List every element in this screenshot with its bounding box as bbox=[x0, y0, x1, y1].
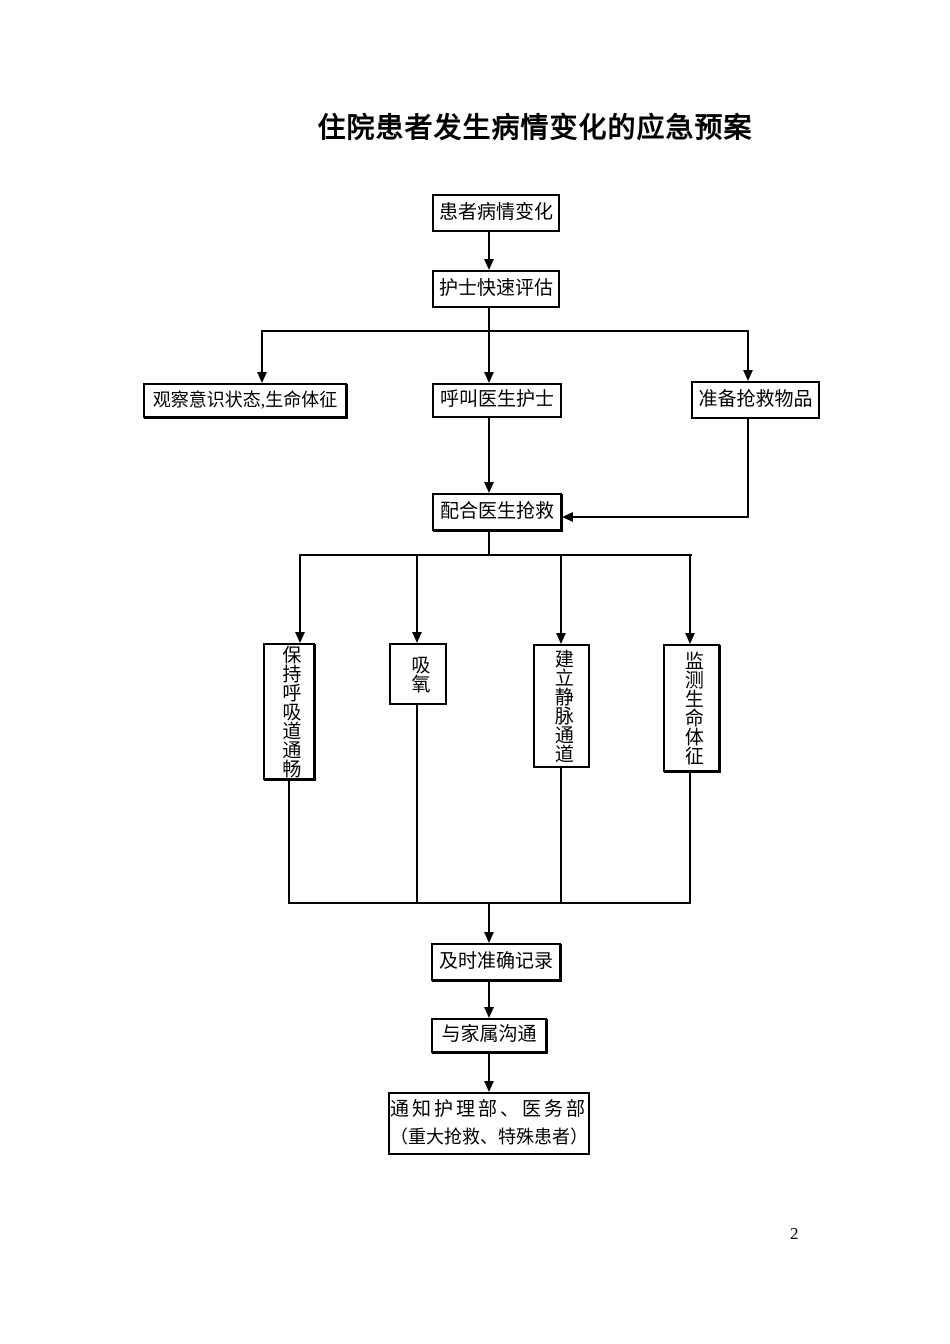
node-communicate-with-family: 与家属沟通 bbox=[431, 1018, 547, 1053]
arrow-down-icon bbox=[484, 372, 494, 383]
arrow-down-icon bbox=[484, 259, 494, 270]
connector-assess-stem bbox=[488, 308, 490, 332]
connector-airway-merge bbox=[288, 780, 290, 904]
node-label-line1: 通知护理部、医务部 bbox=[390, 1098, 589, 1120]
node-oxygen-inhalation: 吸氧 bbox=[389, 643, 447, 705]
arrow-down-icon bbox=[257, 372, 267, 383]
connector-split-bar-top bbox=[261, 330, 749, 332]
connector-to-observe bbox=[261, 332, 263, 372]
node-label: 护士快速评估 bbox=[438, 277, 553, 299]
node-monitor-vital-signs: 监测生命体征 bbox=[663, 644, 720, 772]
node-label: 患者病情变化 bbox=[438, 201, 553, 223]
connector-to-iv bbox=[560, 556, 562, 634]
connector-oxygen-merge bbox=[416, 705, 418, 904]
connector-prepare-elbow-vertical bbox=[747, 419, 749, 518]
arrow-down-icon bbox=[484, 482, 494, 493]
arrow-down-icon bbox=[685, 633, 695, 644]
node-label: 观察意识状态,生命体征 bbox=[152, 389, 338, 410]
connector-to-prepare bbox=[747, 332, 749, 370]
node-label: 及时准确记录 bbox=[438, 950, 553, 972]
connector-family-to-notify bbox=[488, 1053, 490, 1081]
connector-to-monitor bbox=[689, 556, 691, 634]
node-establish-iv-access: 建立静脉通道 bbox=[533, 644, 590, 768]
connector-to-oxygen bbox=[416, 556, 418, 632]
connector-merge-to-record bbox=[488, 904, 490, 932]
arrow-down-icon bbox=[412, 632, 422, 643]
arrow-down-icon bbox=[556, 633, 566, 644]
node-label: 监测生命体征 bbox=[681, 651, 703, 765]
node-label: 保持呼吸道通畅 bbox=[279, 645, 301, 778]
node-label: 呼叫医生护士 bbox=[439, 389, 554, 411]
connector-record-to-family bbox=[488, 981, 490, 1007]
node-prepare-rescue-supplies: 准备抢救物品 bbox=[691, 381, 820, 419]
node-call-doctor-nurse: 呼叫医生护士 bbox=[432, 383, 562, 418]
arrow-down-icon bbox=[484, 1007, 494, 1018]
node-label: 与家属沟通 bbox=[441, 1024, 537, 1046]
connector-cooperate-stem bbox=[488, 531, 490, 556]
connector-monitor-merge bbox=[689, 772, 691, 904]
page-number: 2 bbox=[790, 1224, 799, 1243]
connector-prepare-elbow-horizontal bbox=[573, 516, 749, 518]
connector-change-to-assess bbox=[488, 232, 490, 259]
node-label-line2: （重大抢救、特殊患者） bbox=[390, 1127, 588, 1148]
arrow-down-icon bbox=[484, 1081, 494, 1092]
arrow-down-icon bbox=[295, 632, 305, 643]
node-observe-consciousness-vitals: 观察意识状态,生命体征 bbox=[143, 383, 347, 418]
node-label: 吸氧 bbox=[408, 655, 430, 693]
connector-call-to-cooperate bbox=[488, 418, 490, 482]
node-keep-airway-open: 保持呼吸道通畅 bbox=[263, 643, 315, 780]
connector-merge-bar bbox=[288, 902, 691, 904]
node-label: 建立静脉通道 bbox=[551, 649, 573, 763]
node-timely-accurate-record: 及时准确记录 bbox=[431, 943, 561, 981]
node-label: 准备抢救物品 bbox=[698, 388, 813, 410]
node-notify-nursing-medical-dept: 通知护理部、医务部 （重大抢救、特殊患者） bbox=[388, 1092, 590, 1155]
arrow-down-icon bbox=[484, 932, 494, 943]
connector-to-call-doctor bbox=[488, 332, 490, 372]
node-patient-condition-change: 患者病情变化 bbox=[432, 194, 560, 232]
arrow-down-icon bbox=[743, 370, 753, 381]
page-title: 住院患者发生病情变化的应急预案 bbox=[317, 112, 753, 143]
connector-iv-merge bbox=[560, 768, 562, 904]
connector-split-bar-middle bbox=[299, 554, 692, 556]
node-nurse-rapid-assessment: 护士快速评估 bbox=[432, 270, 560, 308]
node-label: 配合医生抢救 bbox=[439, 500, 554, 522]
connector-to-airway bbox=[299, 556, 301, 632]
arrow-left-icon bbox=[562, 512, 573, 522]
node-cooperate-doctor-rescue: 配合医生抢救 bbox=[432, 493, 562, 531]
